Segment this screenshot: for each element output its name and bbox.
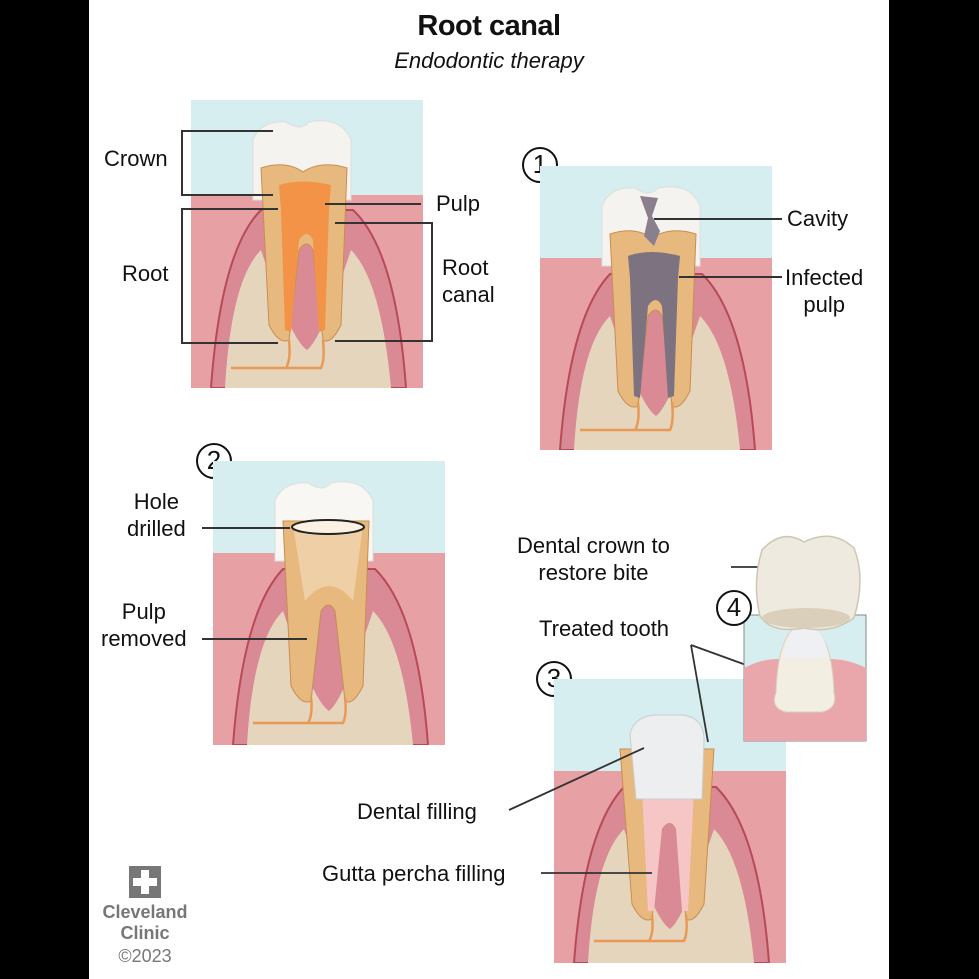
label-gutta-percha: Gutta percha filling bbox=[322, 861, 506, 886]
label-treated-tooth: Treated tooth bbox=[539, 616, 670, 641]
label-infected-pulp-line2: pulp bbox=[803, 292, 845, 317]
treated-tooth-leader-line-a bbox=[690, 644, 709, 743]
dental-filling-leader-line bbox=[508, 747, 645, 811]
pulp-leader-line bbox=[325, 203, 421, 205]
label-pulp: Pulp bbox=[436, 191, 481, 216]
label-pulp-removed-line1: Pulp bbox=[121, 599, 166, 624]
pulp-removed-leader-line bbox=[202, 638, 307, 640]
label-dental-filling: Dental filling bbox=[357, 799, 477, 824]
dental-filling bbox=[629, 714, 705, 800]
cavity-leader-line bbox=[654, 218, 782, 220]
cavity-decay bbox=[640, 196, 660, 246]
drilled-hole bbox=[291, 519, 365, 535]
label-pulp-removed-line2: removed bbox=[101, 626, 187, 651]
label-hole-drilled: Hole drilled bbox=[127, 488, 186, 542]
nerve-line bbox=[253, 696, 347, 725]
label-dental-crown-line2: restore bite bbox=[538, 560, 649, 585]
label-root: Root bbox=[122, 261, 169, 286]
label-root-canal-line1: Root bbox=[442, 255, 489, 280]
label-root-canal-line2: canal bbox=[442, 282, 495, 307]
stump-top bbox=[784, 623, 828, 658]
crown-opening bbox=[762, 608, 850, 628]
cleveland-clinic-logo-icon bbox=[129, 866, 161, 898]
label-crown: Crown bbox=[104, 146, 168, 171]
pulp-chamber bbox=[279, 181, 331, 332]
label-infected-pulp-line1: Infected bbox=[785, 265, 864, 290]
infected-pulp-leader-line bbox=[679, 276, 782, 278]
emptied-canal bbox=[293, 525, 363, 601]
step2-illustration bbox=[213, 461, 445, 745]
step4-illustration bbox=[743, 535, 867, 742]
logo-text: Cleveland Clinic bbox=[90, 902, 200, 944]
label-pulp-removed: Pulp removed bbox=[101, 598, 187, 652]
page-subtitle: Endodontic therapy bbox=[394, 48, 584, 73]
label-root-canal: Root canal bbox=[442, 254, 495, 308]
label-dental-crown: Dental crown to restore bite bbox=[517, 532, 670, 586]
crown-bracket bbox=[181, 130, 273, 196]
copyright-text: ©2023 bbox=[118, 946, 172, 966]
label-dental-crown-line1: Dental crown to bbox=[517, 533, 670, 558]
hole-drilled-leader-line bbox=[202, 527, 290, 529]
nerve-line bbox=[580, 401, 674, 432]
nerve-line bbox=[231, 339, 325, 370]
logo-text-line1: Cleveland bbox=[102, 902, 188, 922]
label-hole-drilled-line1: Hole bbox=[133, 489, 179, 514]
root-bracket bbox=[181, 208, 278, 344]
page-title: Root canal bbox=[417, 10, 561, 42]
infected-pulp bbox=[628, 252, 680, 398]
label-infected-pulp: Infected pulp bbox=[785, 264, 863, 318]
label-cavity: Cavity bbox=[787, 206, 849, 231]
dental-crown bbox=[755, 535, 861, 631]
anatomy-illustration bbox=[191, 100, 423, 388]
logo-text-line2: Clinic bbox=[120, 923, 170, 943]
step-4-badge: 4 bbox=[716, 590, 752, 626]
nerve-line bbox=[594, 914, 688, 943]
step3-leader-lines bbox=[508, 566, 789, 874]
root-canal-bracket bbox=[335, 222, 433, 342]
infographic-canvas: Root canal Endodontic therapy Crown Pulp… bbox=[89, 0, 889, 979]
step1-illustration bbox=[540, 166, 772, 450]
gutta-percha-filling bbox=[642, 789, 694, 911]
label-hole-drilled-line2: drilled bbox=[127, 516, 186, 541]
